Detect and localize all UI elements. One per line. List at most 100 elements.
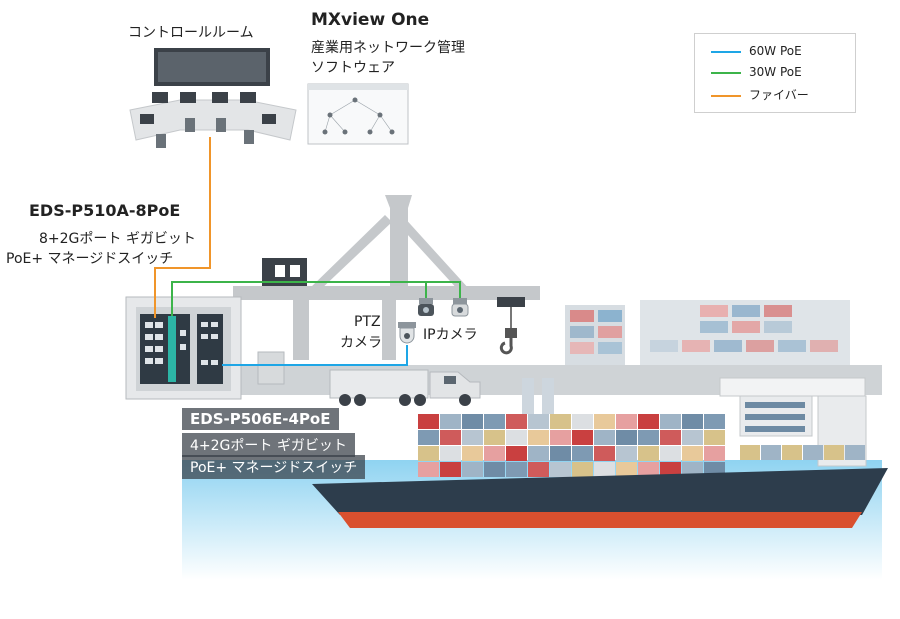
software-subtitle-line1: 産業用ネットワーク管理 — [311, 40, 465, 56]
container-block — [638, 446, 659, 461]
software-subtitle-line2: ソフトウェア — [311, 60, 395, 76]
container-block — [506, 446, 527, 461]
legend: 60W PoE 30W PoE ファイバー — [694, 33, 856, 113]
container-block — [616, 462, 637, 477]
ship-container-stack — [418, 414, 865, 477]
container-block — [782, 445, 802, 460]
container-block — [845, 445, 865, 460]
legend-label-30w: 30W PoE — [749, 65, 802, 79]
container-block — [594, 430, 615, 445]
ptz-camera-icon — [398, 322, 416, 344]
container-block — [660, 446, 681, 461]
container-block — [440, 446, 461, 461]
container-block — [594, 414, 615, 429]
control-room-label: コントロールルーム — [128, 25, 254, 41]
container-block — [803, 445, 823, 460]
container-block — [616, 446, 637, 461]
poe60-link — [222, 345, 408, 366]
container-block — [572, 446, 593, 461]
gantry-crane — [233, 195, 540, 360]
switch-a-desc-line1: 8+2Gポート ギガビット — [39, 231, 196, 247]
legend-item-30w: 30W PoE — [711, 65, 802, 83]
container-block — [506, 430, 527, 445]
switch-b-desc-line2: PoE+ マネージドスイッチ — [182, 455, 366, 479]
container-block — [572, 430, 593, 445]
container-block — [528, 462, 549, 477]
container-block — [572, 462, 593, 477]
container-block — [462, 446, 483, 461]
legend-swatch-30w — [711, 71, 741, 74]
container-block — [550, 414, 571, 429]
container-block — [484, 446, 505, 461]
eds-p510a-switch — [140, 314, 190, 384]
switch-b-desc-line1: 4+2Gポート ギガビット — [182, 433, 355, 457]
software-title: MXview One — [311, 10, 430, 30]
background-container-stack — [565, 300, 850, 368]
container-block — [550, 446, 571, 461]
container-block — [462, 462, 483, 477]
container-block — [440, 414, 461, 429]
container-block — [660, 414, 681, 429]
legend-swatch-fiber — [711, 94, 741, 97]
container-block — [440, 462, 461, 477]
container-block — [550, 462, 571, 477]
crane-hook-icon — [499, 328, 517, 355]
container-block — [572, 414, 593, 429]
container-block — [528, 430, 549, 445]
container-block — [682, 462, 703, 477]
container-block — [660, 430, 681, 445]
container-block — [638, 414, 659, 429]
container-block — [761, 445, 781, 460]
container-block — [418, 430, 439, 445]
container-block — [660, 462, 681, 477]
container-block — [704, 446, 725, 461]
poe30-link — [171, 281, 461, 316]
container-block — [594, 462, 615, 477]
ship-hull — [312, 468, 888, 528]
legend-swatch-60w — [711, 50, 741, 53]
container-block — [682, 414, 703, 429]
legend-label-fiber: ファイバー — [749, 88, 809, 102]
container-block — [704, 414, 725, 429]
switch-a-model: EDS-P510A-8PoE — [29, 201, 181, 220]
container-block — [550, 430, 571, 445]
container-block — [462, 430, 483, 445]
fiber-link — [154, 137, 211, 318]
container-block — [638, 462, 659, 477]
container-block — [418, 414, 439, 429]
container-block — [638, 430, 659, 445]
container-block — [682, 430, 703, 445]
ptz-camera-label-line2: カメラ — [340, 335, 382, 351]
container-block — [484, 414, 505, 429]
legend-item-60w: 60W PoE — [711, 44, 802, 62]
container-block — [506, 414, 527, 429]
container-block — [740, 445, 760, 460]
container-block — [484, 430, 505, 445]
container-block — [528, 414, 549, 429]
container-block — [704, 430, 725, 445]
container-block — [682, 446, 703, 461]
switch-b-model: EDS-P506E-4PoE — [182, 408, 339, 430]
container-block — [506, 462, 527, 477]
container-block — [616, 430, 637, 445]
control-room-illustration — [129, 48, 297, 148]
container-block — [440, 430, 461, 445]
legend-item-fiber: ファイバー — [711, 86, 809, 104]
legend-label-60w: 60W PoE — [749, 44, 802, 58]
container-block — [528, 446, 549, 461]
container-block — [824, 445, 844, 460]
switch-a-desc-line2: PoE+ マネージドスイッチ — [6, 251, 174, 267]
truck — [329, 369, 481, 406]
container-block — [462, 414, 483, 429]
container-block — [418, 462, 439, 477]
container-block — [594, 446, 615, 461]
ip-camera-icon — [418, 298, 469, 317]
ip-camera-label: IPカメラ — [423, 327, 478, 343]
ptz-camera-label-line1: PTZ — [354, 314, 381, 330]
container-block — [616, 414, 637, 429]
container-block — [418, 446, 439, 461]
eds-p506e-switch — [197, 314, 223, 384]
container-block — [484, 462, 505, 477]
